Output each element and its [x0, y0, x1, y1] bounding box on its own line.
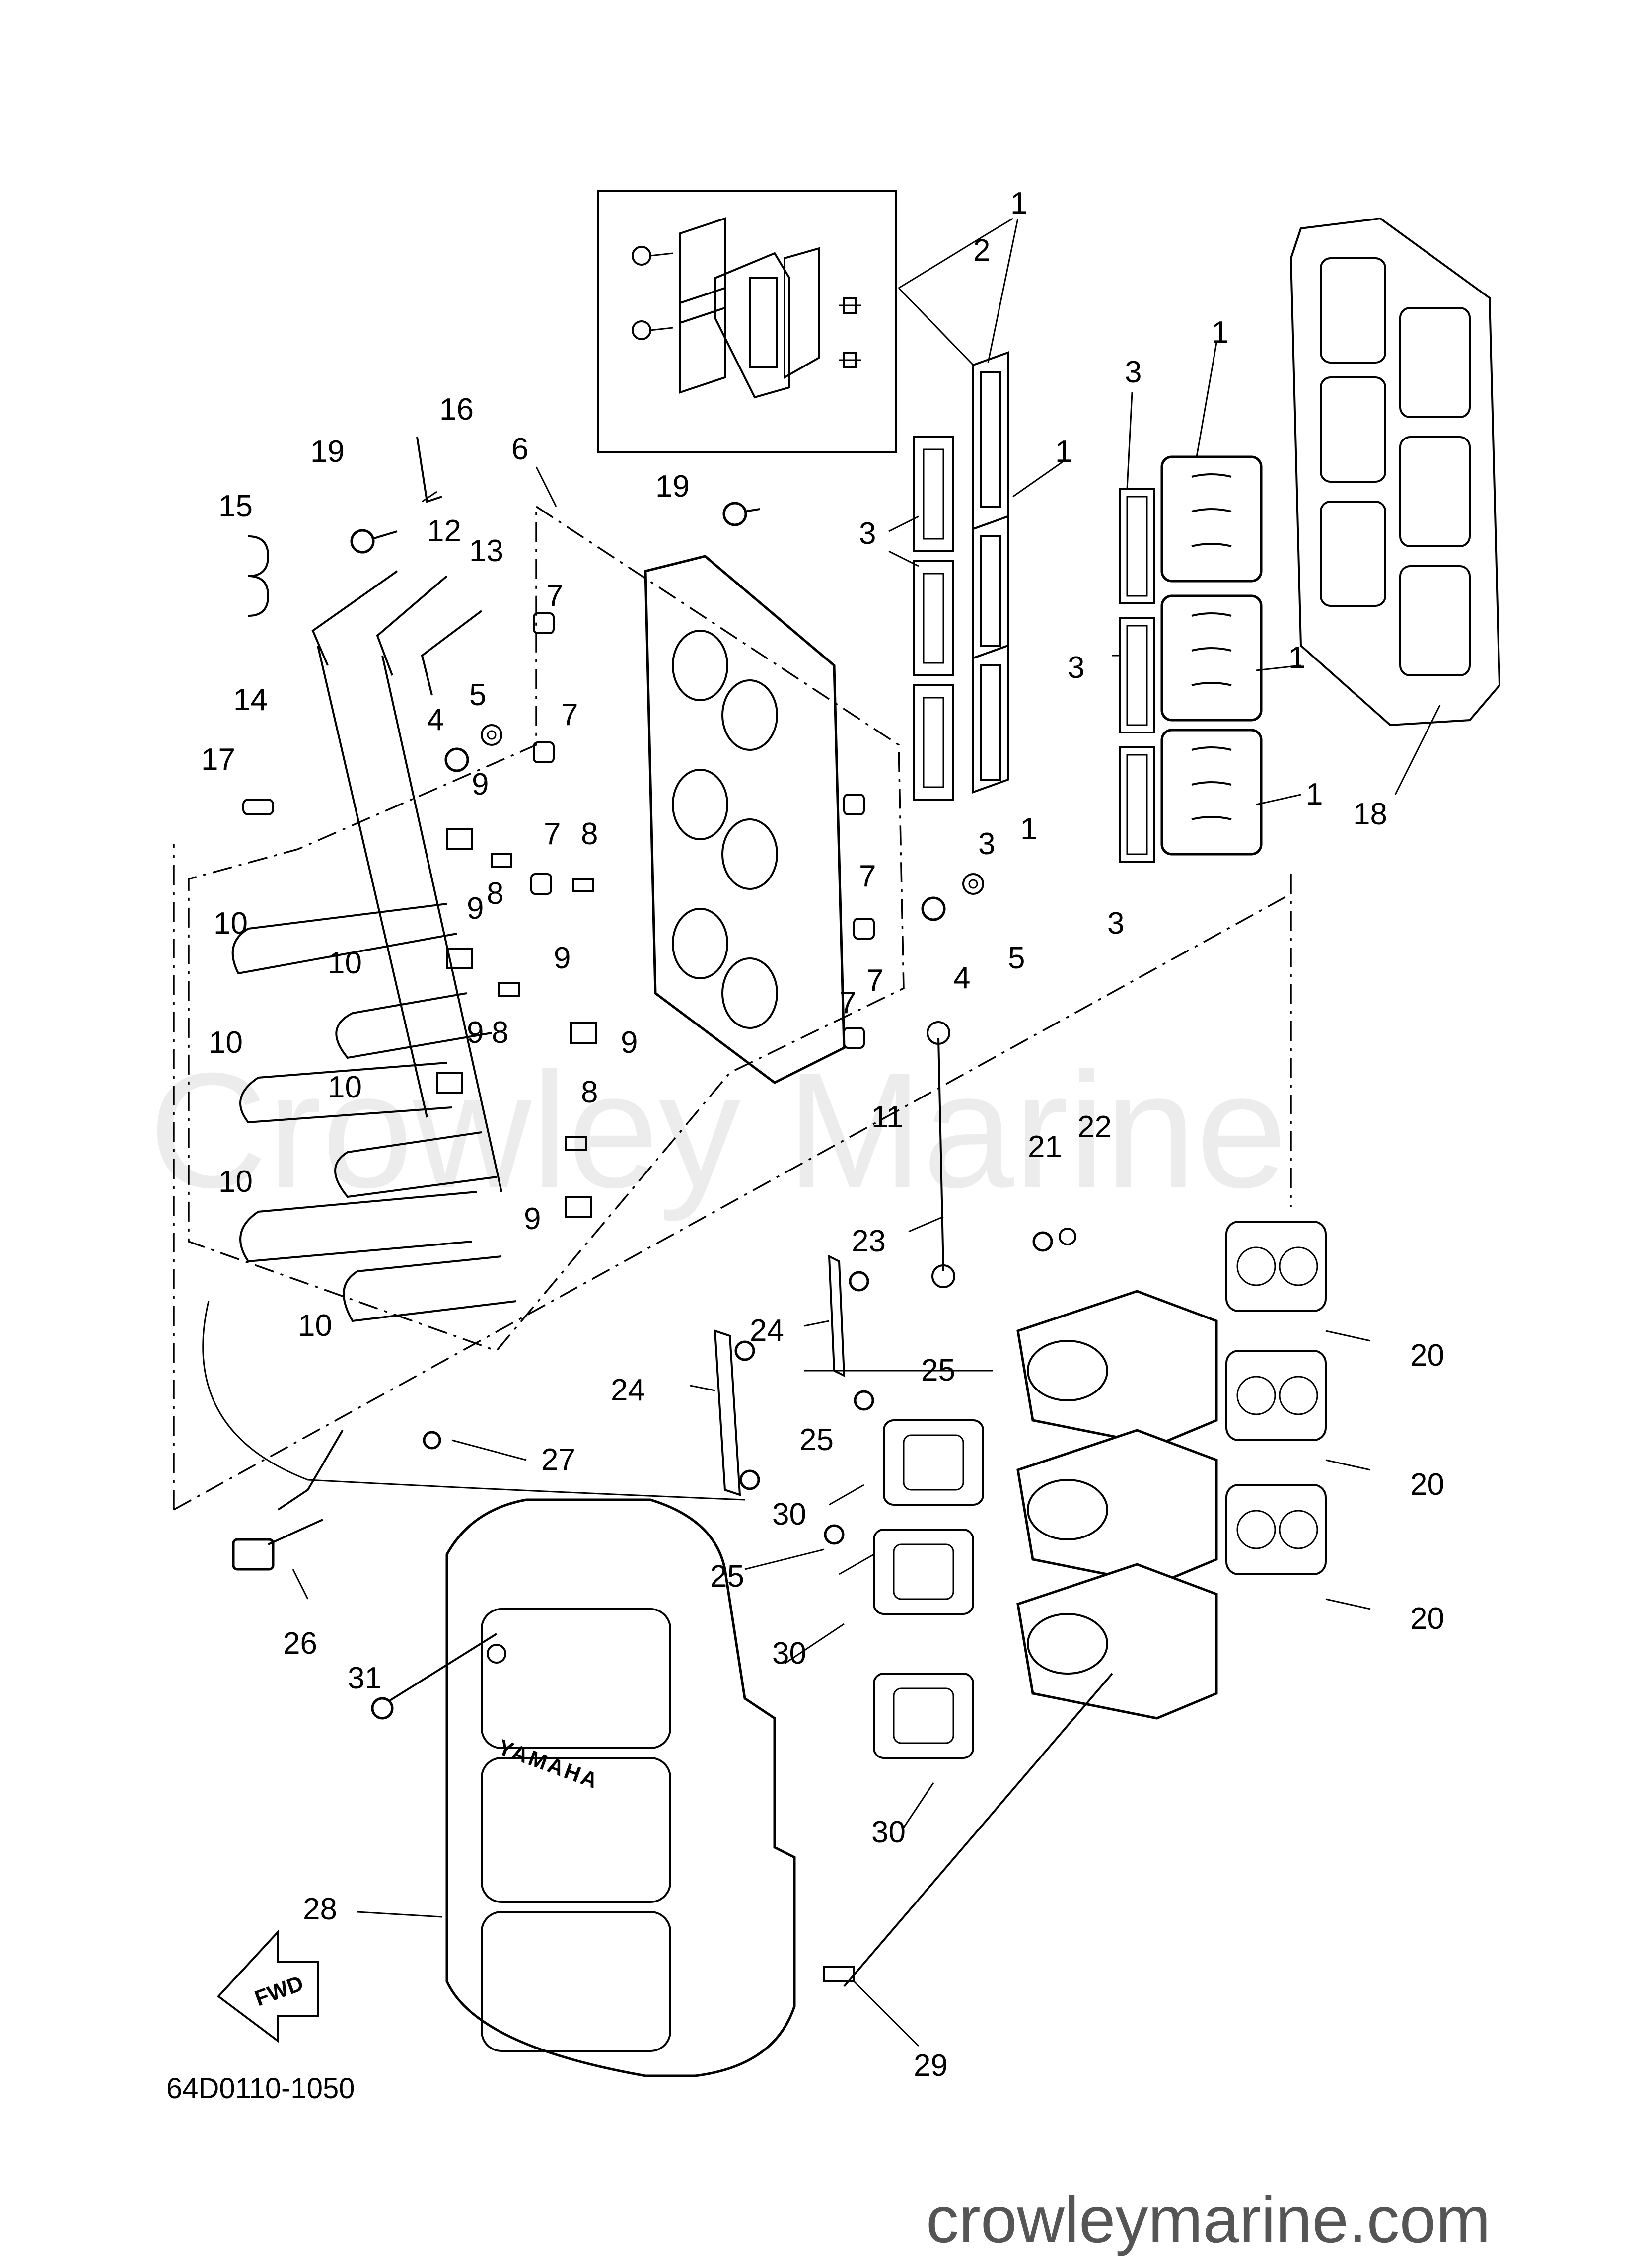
- callout-3: 3: [859, 516, 876, 551]
- reed-valve-stack-center: [913, 351, 1009, 801]
- callout-9: 9: [524, 1202, 541, 1236]
- callout-3: 3: [1068, 651, 1084, 685]
- callout-24: 24: [750, 1314, 784, 1348]
- callout-10: 10: [328, 946, 362, 980]
- callout-9: 9: [554, 941, 571, 975]
- callout-9: 9: [467, 891, 484, 926]
- callout-1: 1: [1020, 812, 1037, 846]
- callout-10: 10: [209, 1025, 243, 1060]
- callout-13: 13: [469, 534, 503, 568]
- callout-27: 27: [541, 1443, 575, 1477]
- intake-manifold: [644, 555, 846, 1084]
- callout-8: 8: [581, 1075, 598, 1109]
- callout-23: 23: [852, 1224, 886, 1258]
- callout-20: 20: [1410, 1602, 1444, 1636]
- callout-4: 4: [953, 961, 970, 995]
- callout-7: 7: [839, 986, 856, 1020]
- callout-7: 7: [561, 698, 578, 732]
- hoses: [231, 570, 517, 1322]
- callout-7: 7: [859, 859, 876, 893]
- callout-25: 25: [710, 1559, 744, 1594]
- callout-31: 31: [348, 1661, 382, 1695]
- throttle-bodies: [714, 1021, 1327, 1759]
- callout-19: 19: [310, 435, 345, 469]
- callout-25: 25: [921, 1353, 955, 1388]
- fasteners: [242, 437, 984, 1218]
- callout-3: 3: [978, 827, 995, 861]
- callout-2: 2: [973, 233, 990, 268]
- callout-22: 22: [1077, 1110, 1112, 1144]
- inset-detail: [597, 190, 897, 453]
- leader-lines: [292, 218, 1441, 2047]
- silencer-cover: YAMAHA: [445, 1498, 796, 2077]
- callout-20: 20: [1410, 1467, 1444, 1502]
- callout-30: 30: [772, 1636, 806, 1671]
- callout-7: 7: [546, 579, 563, 613]
- callout-11: 11: [871, 1100, 903, 1134]
- callout-30: 30: [871, 1815, 906, 1849]
- callout-1: 1: [1055, 435, 1072, 469]
- fwd-label: FWD: [252, 1971, 307, 2011]
- callout-14: 14: [233, 683, 268, 717]
- callout-28: 28: [303, 1892, 337, 1926]
- callout-7: 7: [866, 963, 883, 998]
- callout-10: 10: [328, 1070, 362, 1104]
- reed-valve-stack-right: [1119, 455, 1263, 863]
- sensor-wiring: [202, 1301, 1113, 1987]
- callout-7: 7: [544, 817, 561, 851]
- fwd-arrow-icon: FWD: [217, 1929, 319, 2043]
- callout-10: 10: [218, 1165, 253, 1199]
- callout-8: 8: [581, 817, 598, 851]
- callout-3: 3: [1125, 355, 1142, 389]
- callout-labels: 1 1 1 1 1 1 2 3 3 3 3 3 4 4 5 5 6 7 7 7 …: [201, 186, 1444, 2083]
- callout-9: 9: [472, 767, 489, 802]
- callout-19: 19: [655, 469, 690, 504]
- callout-29: 29: [914, 2049, 948, 2083]
- callout-5: 5: [1008, 941, 1025, 975]
- callout-1: 1: [1306, 777, 1323, 811]
- callout-9: 9: [621, 1025, 638, 1060]
- callout-5: 5: [469, 678, 486, 712]
- callout-26: 26: [283, 1626, 317, 1661]
- intake-gasket: [1289, 217, 1501, 727]
- callout-8: 8: [487, 877, 503, 911]
- callout-21: 21: [1028, 1130, 1062, 1164]
- callout-1: 1: [1212, 315, 1228, 350]
- callout-30: 30: [772, 1497, 806, 1532]
- callout-1: 1: [1288, 641, 1305, 675]
- callout-1: 1: [1010, 186, 1027, 220]
- callout-24: 24: [611, 1373, 645, 1407]
- watermark: Crowley Marine: [149, 1038, 1287, 1223]
- callout-15: 15: [218, 489, 253, 523]
- callout-25: 25: [799, 1423, 834, 1457]
- callout-16: 16: [439, 392, 474, 427]
- callout-6: 6: [511, 432, 528, 466]
- callout-9: 9: [467, 1016, 484, 1050]
- callout-12: 12: [427, 514, 461, 548]
- diagram-code: 64D0110-1050: [166, 2072, 355, 2105]
- callout-3: 3: [1107, 906, 1124, 941]
- callout-20: 20: [1410, 1338, 1444, 1373]
- callout-10: 10: [214, 906, 248, 941]
- callout-10: 10: [298, 1309, 332, 1343]
- callout-8: 8: [492, 1016, 508, 1050]
- callout-4: 4: [427, 703, 444, 737]
- site-footer: crowleymarine.com: [926, 2183, 1491, 2256]
- callout-17: 17: [201, 742, 235, 777]
- callout-18: 18: [1353, 797, 1387, 831]
